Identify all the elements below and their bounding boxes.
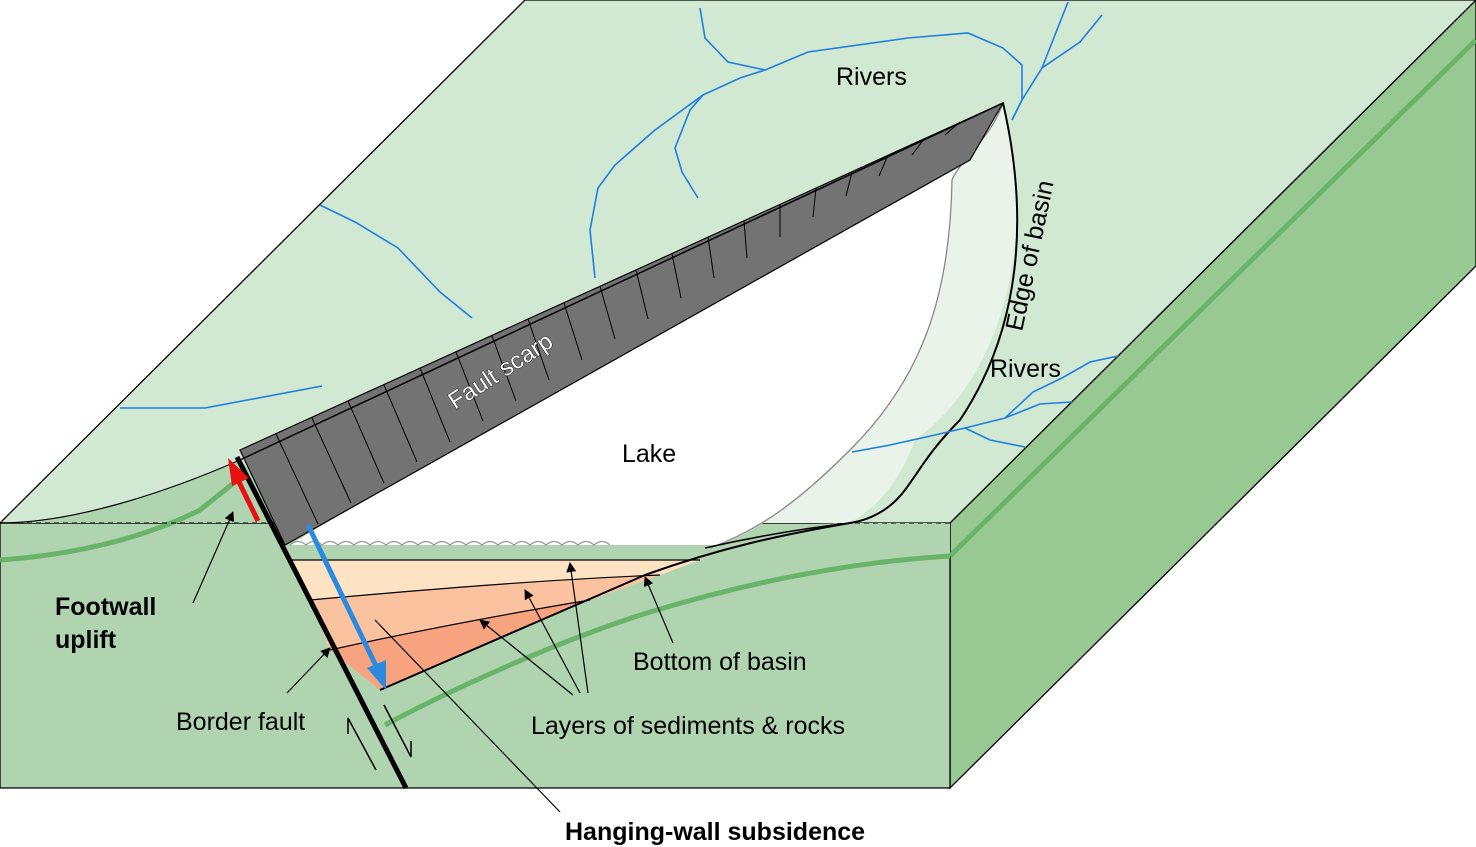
hangingwall-subsidence-arrow [305,523,380,670]
lake-label: Lake [622,440,676,468]
layers-label: Layers of sediments & rocks [531,712,845,740]
footwall-uplift-label-1: Footwall [55,593,156,621]
fault-scarp [239,101,1005,546]
sediment-layer-1 [290,560,700,600]
stratum-line-side [948,38,1476,558]
edge-of-basin-line [849,102,1019,524]
rivers [120,1,1119,453]
shear-arrow-right [383,704,412,758]
border-fault [234,455,409,790]
border-fault-label: Border fault [176,708,305,736]
hanging-wall-subsidence-label: Hanging-wall subsidence [565,818,865,846]
stratum-line-footwall [0,476,242,563]
footwall-bulge [0,460,300,523]
footwall-uplift-arrow [235,478,261,523]
shear-arrow-left [347,717,377,771]
rivers-label-top: Rivers [836,63,907,91]
bottom-of-basin-label: Bottom of basin [633,648,807,676]
leader-lines [192,511,674,813]
footwall-uplift-label-2: uplift [55,626,117,654]
sediment-layer-2 [310,575,660,650]
rivers-label-right: Rivers [990,355,1061,383]
sediment-layer-3 [330,600,590,690]
stratum-line-hangingwall [383,553,951,728]
bottom-of-basin-line [379,522,851,691]
fault-scarp-ticks [275,121,961,525]
lake-shoreline [289,540,611,546]
